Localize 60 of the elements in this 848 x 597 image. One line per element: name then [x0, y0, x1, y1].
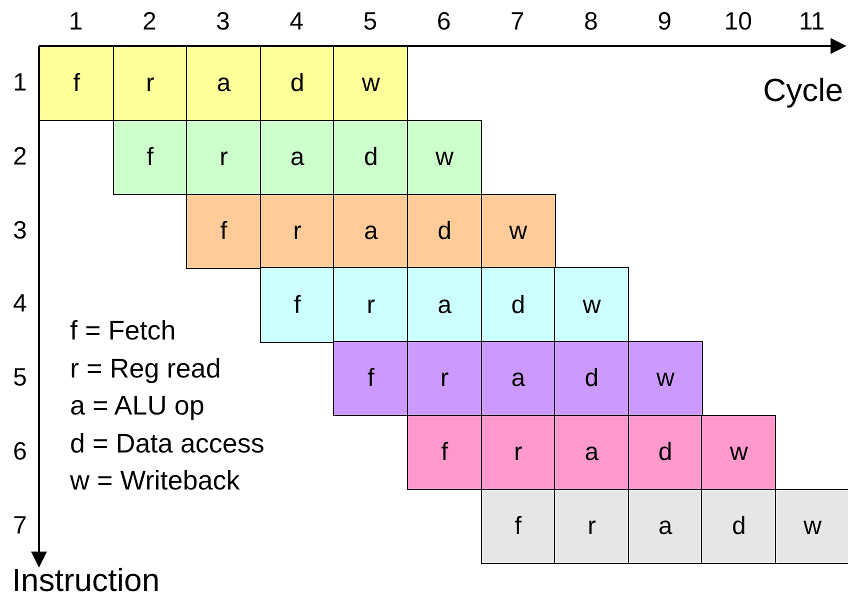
pipeline-stage-cell: r: [407, 341, 482, 416]
pipeline-stage-cell: w: [407, 120, 482, 196]
legend-text: f = Fetch: [70, 318, 176, 344]
pipeline-stage-cell: f: [407, 415, 482, 490]
pipeline-stage-cell: d: [701, 488, 776, 564]
legend-text: w = Writeback: [70, 468, 240, 494]
pipeline-stage-cell: r: [333, 267, 408, 343]
pipeline-stage-cell: f: [112, 120, 188, 196]
instruction-number: 7: [13, 513, 27, 538]
cycle-number: 11: [798, 10, 825, 34]
instruction-number: 1: [13, 70, 27, 96]
pipeline-stage-cell: w: [775, 488, 848, 564]
cycle-number: 5: [363, 10, 378, 34]
pipeline-stage-cell: a: [628, 488, 703, 564]
pipeline-stage-cell: r: [112, 46, 188, 122]
instruction-number: 2: [13, 144, 27, 170]
cycle-number: 6: [436, 10, 451, 34]
pipeline-stage-cell: f: [39, 46, 114, 122]
cycle-number: 2: [142, 10, 156, 34]
axis-label: Cycle: [762, 74, 843, 106]
axis-label: Instruction: [12, 564, 160, 596]
pipeline-stage-cell: f: [260, 267, 335, 343]
pipeline-stage-cell: r: [554, 488, 630, 564]
pipeline-stage-cell: d: [628, 415, 703, 490]
pipeline-stage-cell: a: [186, 46, 262, 122]
pipeline-stage-cell: a: [333, 194, 408, 269]
pipeline-stage-cell: f: [186, 194, 262, 269]
legend-text: d = Data access: [70, 430, 264, 457]
instruction-number: 5: [13, 366, 27, 391]
pipeline-stage-cell: d: [554, 341, 630, 416]
pipeline-stage-cell: r: [186, 120, 262, 196]
pipeline-stage-cell: w: [701, 415, 776, 490]
pipeline-stage-cell: w: [333, 46, 408, 122]
pipeline-stage-cell: r: [260, 194, 335, 269]
pipeline-stage-cell: d: [480, 267, 556, 343]
cycle-number: 4: [290, 10, 304, 34]
cycle-number: 9: [658, 10, 672, 34]
cycle-number: 7: [510, 10, 524, 34]
pipeline-stage-cell: a: [554, 415, 630, 490]
pipeline-stage-cell: w: [628, 341, 703, 416]
pipeline-stage-cell: w: [554, 267, 630, 343]
pipeline-stage-cell: d: [333, 120, 408, 196]
cycle-number: 10: [724, 10, 752, 34]
instruction-number: 6: [13, 439, 27, 464]
cycle-number: 3: [216, 10, 230, 34]
instruction-number: 4: [13, 292, 27, 317]
cycle-number: 8: [584, 10, 598, 34]
pipeline-stage-cell: a: [480, 341, 556, 416]
pipeline-stage-cell: r: [480, 415, 556, 490]
pipeline-stage-cell: d: [407, 194, 482, 269]
pipeline-stage-cell: d: [260, 46, 335, 122]
pipeline-stage-cell: w: [480, 194, 556, 269]
legend-text: a = ALU op: [70, 392, 204, 420]
pipeline-stage-cell: f: [333, 341, 408, 416]
cycle-number: 1: [68, 10, 83, 34]
instruction-number: 3: [13, 218, 27, 243]
legend-text: r = Reg read: [70, 355, 221, 382]
pipeline-stage-cell: a: [260, 120, 335, 196]
pipeline-stage-cell: f: [480, 488, 556, 564]
pipeline-stage-cell: a: [407, 267, 482, 343]
